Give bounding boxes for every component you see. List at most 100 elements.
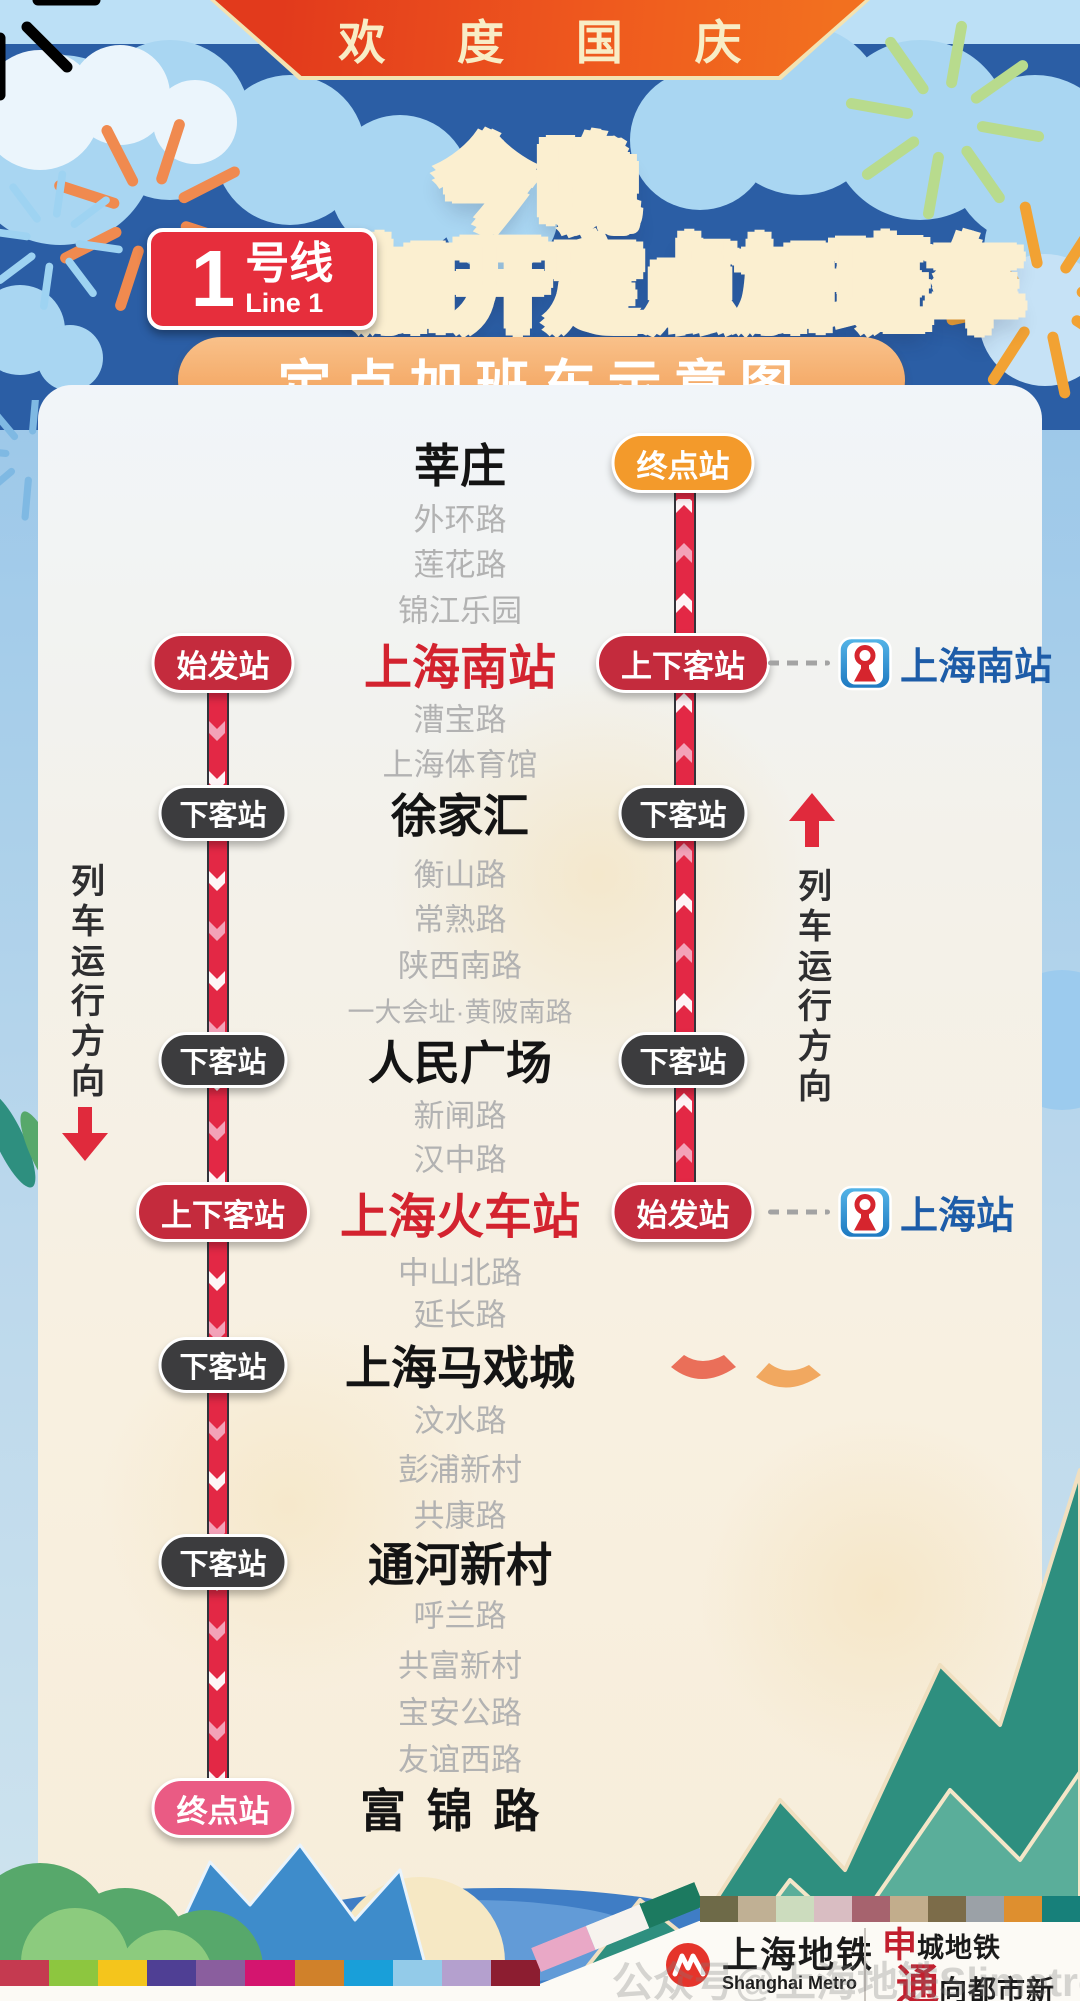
station-name: 共富新村 — [398, 1648, 522, 1684]
metro-line-stripe-bottom — [0, 1960, 540, 1986]
metro-line-stripe-top — [700, 1896, 1080, 1922]
stripe-segment — [0, 1960, 50, 1986]
stripe-segment — [343, 1960, 393, 1986]
right-badge: 上下客站 — [596, 633, 770, 693]
stripe-segment — [776, 1896, 814, 1922]
poster-title-line2: 加开定点加班车 — [357, 210, 1022, 347]
firework-template — [0, 0, 101, 101]
diagram-panel: 莘庄终点站外环路莲花路锦江乐园上海南站始发站上下客站 上海南站漕宝路上海体育馆徐… — [38, 385, 1058, 1941]
stripe-segment — [814, 1896, 852, 1922]
stripe-segment — [392, 1960, 442, 1986]
railway-station-label: 上海南站 — [900, 646, 1053, 689]
left-badge: 上下客站 — [136, 1182, 310, 1242]
left-direction-label: 列车运行方向 — [65, 863, 104, 1103]
left-badge: 下客站 — [158, 1337, 288, 1393]
header-sky-decoration — [0, 0, 1080, 430]
left-badge: 始发站 — [151, 633, 295, 693]
metro-name-en: Shanghai Metro — [722, 1972, 858, 1993]
stripe-segment — [441, 1960, 491, 1986]
footer-divider — [864, 1928, 866, 2001]
slogan-rest-1: 城地铁 — [917, 1933, 1002, 1963]
left-badge: 终点站 — [151, 1778, 295, 1838]
railway-station-icon — [838, 1185, 892, 1239]
right-badge: 下客站 — [618, 785, 748, 841]
railway-link: 上海南站 — [768, 636, 1052, 691]
station-name: 友谊西路 — [398, 1742, 522, 1778]
right-direction-label: 列车运行方向 — [792, 868, 831, 1108]
poster-title-line1: 今晚 — [0, 108, 1080, 247]
panel-glow-decoration — [388, 665, 808, 1085]
stripe-segment — [196, 1960, 246, 1986]
shanghai-metro-logo-icon — [666, 1942, 710, 1987]
line-suffix: 号线 — [245, 238, 334, 288]
watermark: 公众号@上海地铁Slimetro — [612, 1959, 1080, 2001]
stripe-segment — [966, 1896, 1004, 1922]
station-name: 徐家汇 — [391, 790, 529, 842]
stripe-segment — [738, 1896, 776, 1922]
stripe-segment — [928, 1896, 966, 1922]
station-name: 富锦路 — [359, 1785, 561, 1837]
left-badge: 下客站 — [158, 1032, 288, 1088]
line-number: 1 — [190, 234, 236, 323]
stripe-segment — [490, 1960, 540, 1986]
station-name: 衡山路 — [413, 857, 507, 893]
festival-banner-inner: 欢 度 国 庆 — [215, 0, 865, 76]
festival-banner: 欢 度 国 庆 — [210, 0, 870, 80]
stripe-segment — [700, 1896, 738, 1922]
station-rows: 莘庄终点站外环路莲花路锦江乐园上海南站始发站上下客站 上海南站漕宝路上海体育馆徐… — [38, 385, 1052, 1941]
stripe-segment — [852, 1896, 890, 1922]
station-name: 共康路 — [413, 1498, 507, 1534]
right-badge: 下客站 — [618, 1032, 748, 1088]
station-name: 新闸路 — [413, 1098, 507, 1134]
boats-decoration — [671, 1355, 821, 1388]
station-name: 延长路 — [413, 1297, 507, 1333]
station-name: 人民广场 — [368, 1037, 552, 1089]
dashed-connector — [768, 1209, 830, 1215]
station-name: 上海马戏城 — [345, 1342, 575, 1394]
station-name: 呼兰路 — [413, 1598, 507, 1634]
station-name: 中山北路 — [398, 1255, 522, 1291]
right-badge: 始发站 — [611, 1182, 755, 1242]
stripe-segment — [49, 1960, 99, 1986]
down-arrow-icon — [62, 1107, 108, 1161]
left-badge: 下客站 — [158, 785, 288, 841]
slogan-accent-2: 通 — [896, 1962, 939, 2001]
railway-station-label: 上海站 — [900, 1195, 1015, 1238]
stripe-segment — [294, 1960, 344, 1986]
station-name: 常熟路 — [413, 902, 507, 938]
station-name: 外环路 — [413, 502, 507, 538]
stripe-segment — [1042, 1896, 1080, 1922]
station-name: 彭浦新村 — [398, 1452, 522, 1488]
station-name: 上海南站 — [363, 642, 557, 695]
station-name: 上海体育馆 — [382, 747, 538, 783]
up-arrow-icon — [789, 793, 835, 847]
shanghai-metro-lockup: 上海地铁 Shanghai Metro — [664, 1936, 874, 1994]
station-name: 汶水路 — [413, 1403, 507, 1439]
stripe-segment — [98, 1960, 148, 1986]
station-name: 莲花路 — [413, 547, 507, 583]
station-name: 宝安公路 — [398, 1695, 522, 1731]
railway-link: 上海站 — [768, 1185, 1014, 1240]
panel-glow-decoration — [698, 1415, 1058, 1775]
station-name: 漕宝路 — [413, 702, 507, 738]
slogan-accent-1: 申 — [882, 1926, 918, 1965]
station-name: 汉中路 — [413, 1142, 507, 1178]
cloud-white — [0, 45, 237, 170]
slogan-rest-2: 向都市新生活 — [939, 1975, 1056, 2001]
station-name: 通河新村 — [368, 1539, 552, 1591]
station-name: 莘庄 — [414, 440, 506, 492]
railway-station-icon — [838, 636, 892, 690]
right-badge: 终点站 — [611, 433, 755, 493]
stripe-segment — [245, 1960, 295, 1986]
metro-name-zh: 上海地铁 — [722, 1934, 875, 1975]
footer-slogan: 申 城地铁 通 向都市新生活 — [882, 1928, 1080, 2001]
line-subtitle: Line 1 — [245, 287, 324, 318]
line-1-badge: 1 号线 Line 1 — [147, 228, 377, 330]
stripe-segment — [147, 1960, 197, 1986]
station-name: 锦江乐园 — [398, 593, 522, 629]
footer-background — [0, 1921, 1080, 2001]
left-badge: 下客站 — [158, 1534, 288, 1590]
station-name: 陕西南路 — [398, 948, 522, 984]
dashed-connector — [768, 660, 830, 666]
stripe-segment — [1004, 1896, 1042, 1922]
